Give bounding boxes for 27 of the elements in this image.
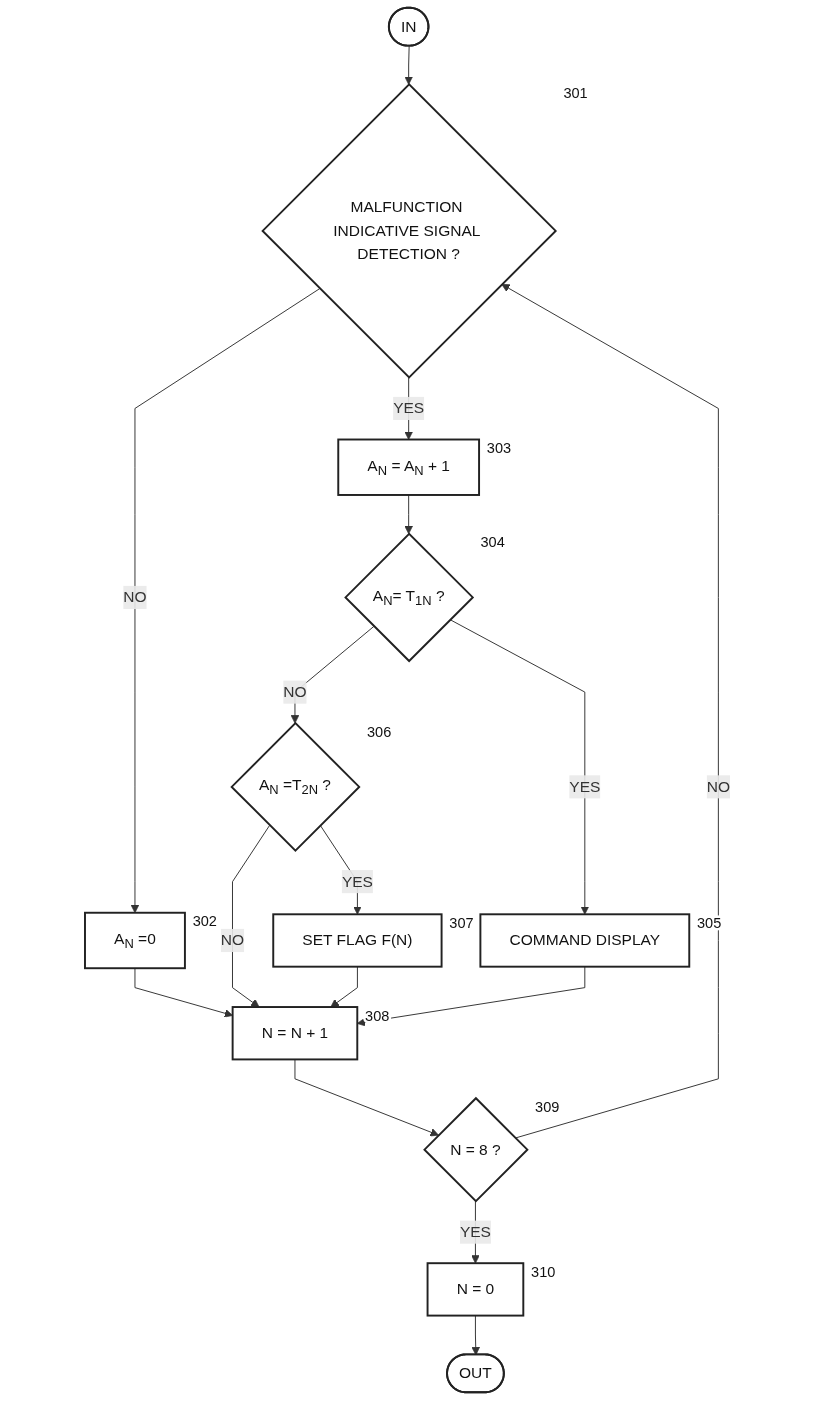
node-box: N = N + 1 [231, 1006, 359, 1061]
callout-number: 309 [535, 1098, 560, 1115]
node-box: A$_{N}$ =0 [84, 911, 186, 970]
node-diamond: MALFUNCTION INDICATIVE SIGNAL DETECTION ? [261, 83, 558, 379]
edge-label: NO [706, 778, 731, 795]
callout-number: 302 [192, 913, 217, 930]
callout-number: 303 [486, 440, 512, 457]
node-diamond: N = 8 ? [423, 1096, 529, 1203]
edge-label: NO [123, 588, 147, 606]
callout-number: 308 [365, 1007, 390, 1024]
edge-label: YES [569, 778, 601, 795]
edge-label: NO [283, 683, 307, 700]
edge-label: YES [393, 399, 425, 417]
callout-number: 307 [449, 914, 474, 931]
callout-number: 301 [563, 85, 588, 101]
node-box: A$_{N}$ = A$_{N}$ + 1 [337, 438, 481, 496]
edge-label: NO [220, 931, 245, 949]
node-diamond: A$_{N}$= T$_{1N}$ ? [344, 532, 475, 663]
callout-number: 306 [366, 723, 392, 740]
node-box: SET FLAG F(N) [272, 913, 443, 968]
callout-number: 304 [480, 534, 505, 551]
edge-label: YES [341, 872, 373, 890]
edge-label: YES [459, 1223, 491, 1240]
callout-number: 310 [531, 1263, 556, 1280]
node-diamond: A$_{N}$ =T$_{2N}$ ? [230, 721, 361, 853]
node-box: N = 0 [426, 1262, 525, 1317]
node-box: COMMAND DISPLAY [479, 913, 691, 968]
